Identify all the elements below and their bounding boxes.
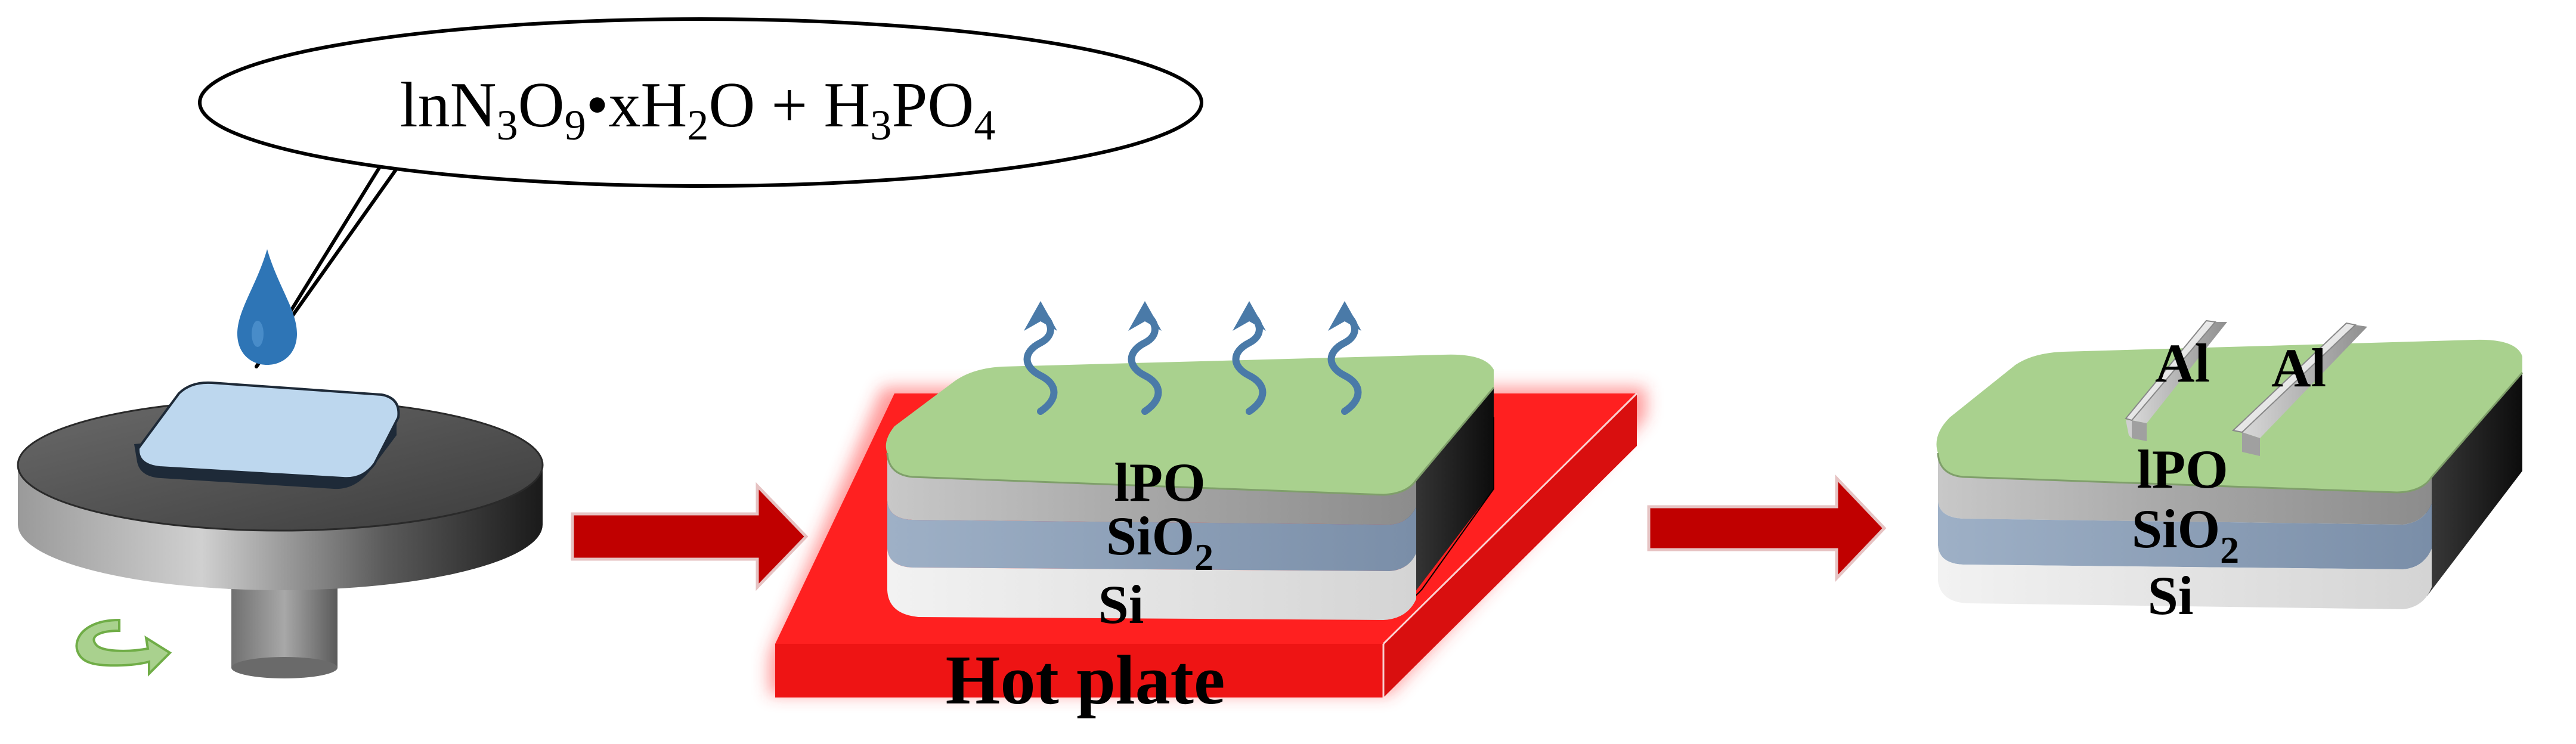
label-hot-plate: Hot plate	[946, 641, 1225, 719]
formula-part: 2	[687, 101, 708, 149]
al-electrode-right	[2231, 322, 2367, 456]
vapor-arrow-icon	[1128, 301, 1162, 415]
label-sio2-device: SiO2	[2132, 498, 2239, 571]
label-sio2: SiO2	[1106, 506, 1213, 578]
formula-part: 4	[974, 101, 995, 149]
process-arrow-1	[571, 482, 809, 591]
formula-part: 9	[565, 101, 586, 149]
label-si-device: Si	[2148, 565, 2194, 626]
annealing-stage: lPO SiO2 Si Hot plate	[769, 301, 1646, 719]
spin-coater	[17, 381, 544, 678]
formula-part: 3	[497, 101, 518, 149]
vapor-arrow-icon	[1023, 301, 1058, 415]
formula-part: PO	[891, 70, 974, 141]
vapor-arrow-icon	[1327, 301, 1362, 415]
process-arrow-2	[1647, 474, 1887, 582]
formula-part: •xH	[586, 70, 688, 141]
al-electrode-left	[2125, 320, 2227, 441]
droplet-icon	[237, 249, 297, 365]
vapor-arrow-icon	[1232, 301, 1267, 415]
label-si: Si	[1098, 574, 1144, 635]
formula-part: 3	[870, 101, 891, 149]
label-al-left: Al	[2155, 333, 2210, 393]
formula-part: O + H	[708, 70, 870, 141]
rotation-arrow-icon	[75, 618, 172, 677]
precursor-formula: lnN3O9•xH2O + H3PO4	[400, 70, 996, 149]
formula-part: O	[518, 70, 565, 141]
ipo-film-top	[886, 354, 1494, 495]
label-al-right: Al	[2271, 337, 2326, 398]
label-ipo: lPO	[1114, 452, 1205, 513]
device-stage: Al Al lPO SiO2 Si	[1936, 320, 2524, 626]
label-ipo-device: lPO	[2137, 439, 2228, 500]
speech-bubble: lnN3O9•xH2O + H3PO4	[198, 17, 1203, 368]
formula-part: lnN	[400, 70, 497, 141]
